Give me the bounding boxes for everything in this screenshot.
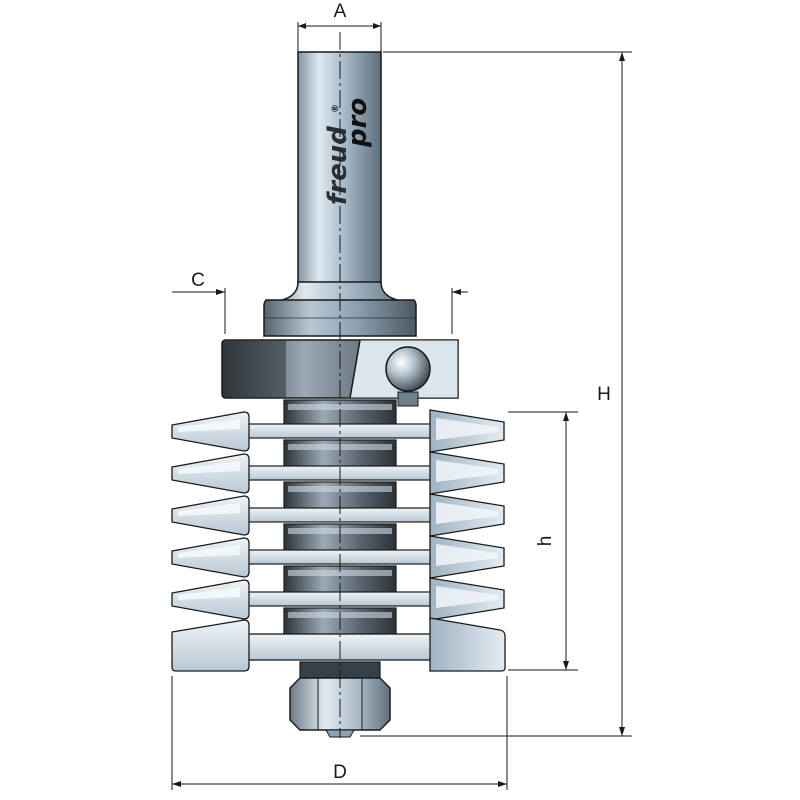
- right-tooth-highlight: [436, 544, 498, 566]
- right-tooth-highlight: [436, 502, 498, 524]
- dimension-label-big-h: H: [597, 384, 611, 405]
- dimension-label-a: A: [334, 1, 347, 22]
- dimension-label-d: D: [333, 762, 347, 783]
- dimension-arrows: [172, 23, 625, 787]
- left-tooth-highlight: [178, 419, 240, 432]
- dimension-label-small-h: h: [535, 536, 556, 547]
- svg-text:®: ®: [331, 104, 341, 113]
- left-tooth-highlight: [178, 587, 240, 600]
- freud-pro-logo: freud pro ®: [323, 98, 373, 205]
- right-tooth-highlight: [436, 586, 498, 608]
- cutter-wings-left: [171, 411, 250, 672]
- right-tooth-highlight: [436, 418, 498, 440]
- right-tooth-highlight: [436, 460, 498, 482]
- left-tooth-highlight: [178, 461, 240, 474]
- right-carbide-tooth-bottom: [429, 617, 506, 672]
- left-tooth-highlight: [178, 545, 240, 558]
- left-carbide-tooth-bottom: [171, 619, 250, 672]
- arbor-spacer-highlight: [288, 404, 392, 410]
- svg-text:freud: freud: [323, 126, 353, 205]
- svg-text:pro: pro: [343, 98, 373, 148]
- arbor-spacer-highlight: [288, 570, 392, 576]
- dimension-label-c: C: [191, 270, 205, 291]
- ball-icon: [385, 346, 431, 392]
- cutter-wings-right: [429, 409, 506, 672]
- left-tooth-highlight: [178, 503, 240, 516]
